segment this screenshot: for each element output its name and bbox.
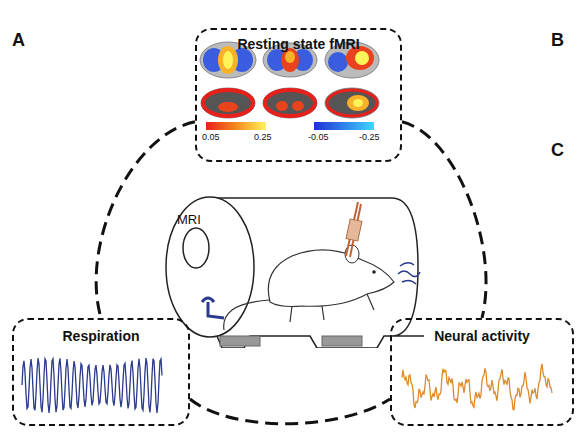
panel-letter: A (12, 30, 25, 51)
warm-colorbar (206, 122, 266, 130)
brain-slices (200, 42, 379, 118)
respiration-trace (22, 358, 162, 413)
panel-title: Neural activity (392, 328, 572, 344)
cool-colorbar (314, 122, 374, 130)
neural-panel: Neural activity (390, 318, 574, 426)
scanner-drawing (162, 190, 424, 348)
scanner-label: MRI (162, 212, 440, 227)
neural-trace (402, 364, 552, 410)
colorbar-value: 0.05 (202, 132, 220, 142)
panel-title: Respiration (14, 328, 188, 344)
respiration-panel: Respiration (12, 318, 190, 426)
colorbar-value: 0.25 (254, 132, 272, 142)
panel-letter: B (551, 30, 564, 51)
mri-scanner: MRI (162, 190, 440, 348)
panel-letter: C (551, 140, 564, 161)
colorbar-value: -0.25 (359, 132, 380, 142)
panel-title: Resting state fMRI (197, 36, 400, 52)
dashed-arc (190, 399, 390, 424)
colorbar-value: -0.05 (308, 132, 329, 142)
